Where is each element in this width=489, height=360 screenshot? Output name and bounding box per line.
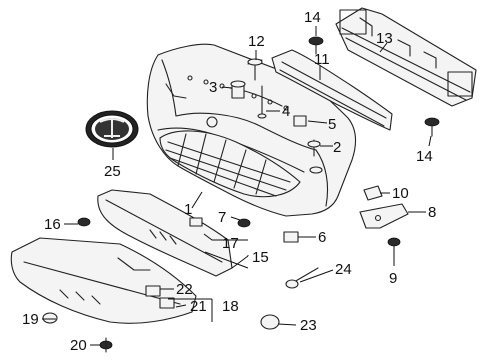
bolt-14-top (308, 36, 324, 55)
under-cover-lower (10, 237, 197, 324)
callout-9: 9 (389, 270, 397, 287)
screw-2 (307, 139, 321, 157)
clip-6 (283, 231, 299, 243)
tow-cap-24 (285, 267, 319, 289)
callout-16: 16 (44, 216, 61, 233)
clip-19 (42, 312, 58, 324)
bolt-16 (77, 217, 91, 227)
bumper-reinforcement (335, 7, 477, 107)
callout-6: 6 (318, 229, 326, 246)
callout-22: 22 (176, 281, 193, 298)
bolt-14-right (424, 117, 440, 137)
leader-lines (42, 26, 432, 346)
callout-24: 24 (335, 261, 352, 278)
bumper-cover (146, 43, 357, 217)
bolt-9 (387, 237, 401, 259)
callout-14-right: 14 (416, 148, 433, 165)
callout-13: 13 (376, 30, 393, 47)
clip-7 (189, 217, 203, 227)
callout-18: 18 (222, 298, 239, 315)
callout-5: 5 (328, 116, 336, 133)
callout-17: 17 (222, 235, 239, 252)
callout-2: 2 (333, 139, 341, 156)
callout-10: 10 (392, 185, 409, 202)
clip-10 (363, 185, 383, 201)
callout-23: 23 (300, 317, 317, 334)
under-cover-upper (97, 189, 233, 277)
clip-21 (159, 297, 175, 309)
callout-12: 12 (248, 33, 265, 50)
clip-3 (230, 80, 246, 99)
tow-cover-23 (260, 314, 280, 330)
callout-14-top: 14 (304, 9, 321, 26)
clip-5 (293, 115, 307, 127)
bolt-12 (247, 58, 263, 81)
callout-7: 7 (218, 209, 226, 226)
callout-20: 20 (70, 337, 87, 354)
callout-1: 1 (184, 201, 192, 218)
screw-7-center (237, 218, 251, 228)
bracket-8 (359, 203, 409, 229)
callout-25: 25 (104, 163, 121, 180)
bolt-20 (99, 337, 113, 353)
callout-8: 8 (428, 204, 436, 221)
bumper-absorber (271, 49, 393, 131)
callout-11: 11 (314, 51, 330, 68)
clip-22 (145, 285, 161, 297)
callout-4: 4 (282, 103, 290, 120)
pin-4 (257, 85, 267, 119)
callout-19: 19 (22, 311, 39, 328)
callout-3: 3 (209, 79, 217, 96)
callout-21: 21 (190, 298, 207, 315)
emblem (85, 110, 139, 148)
callout-15: 15 (252, 249, 269, 266)
